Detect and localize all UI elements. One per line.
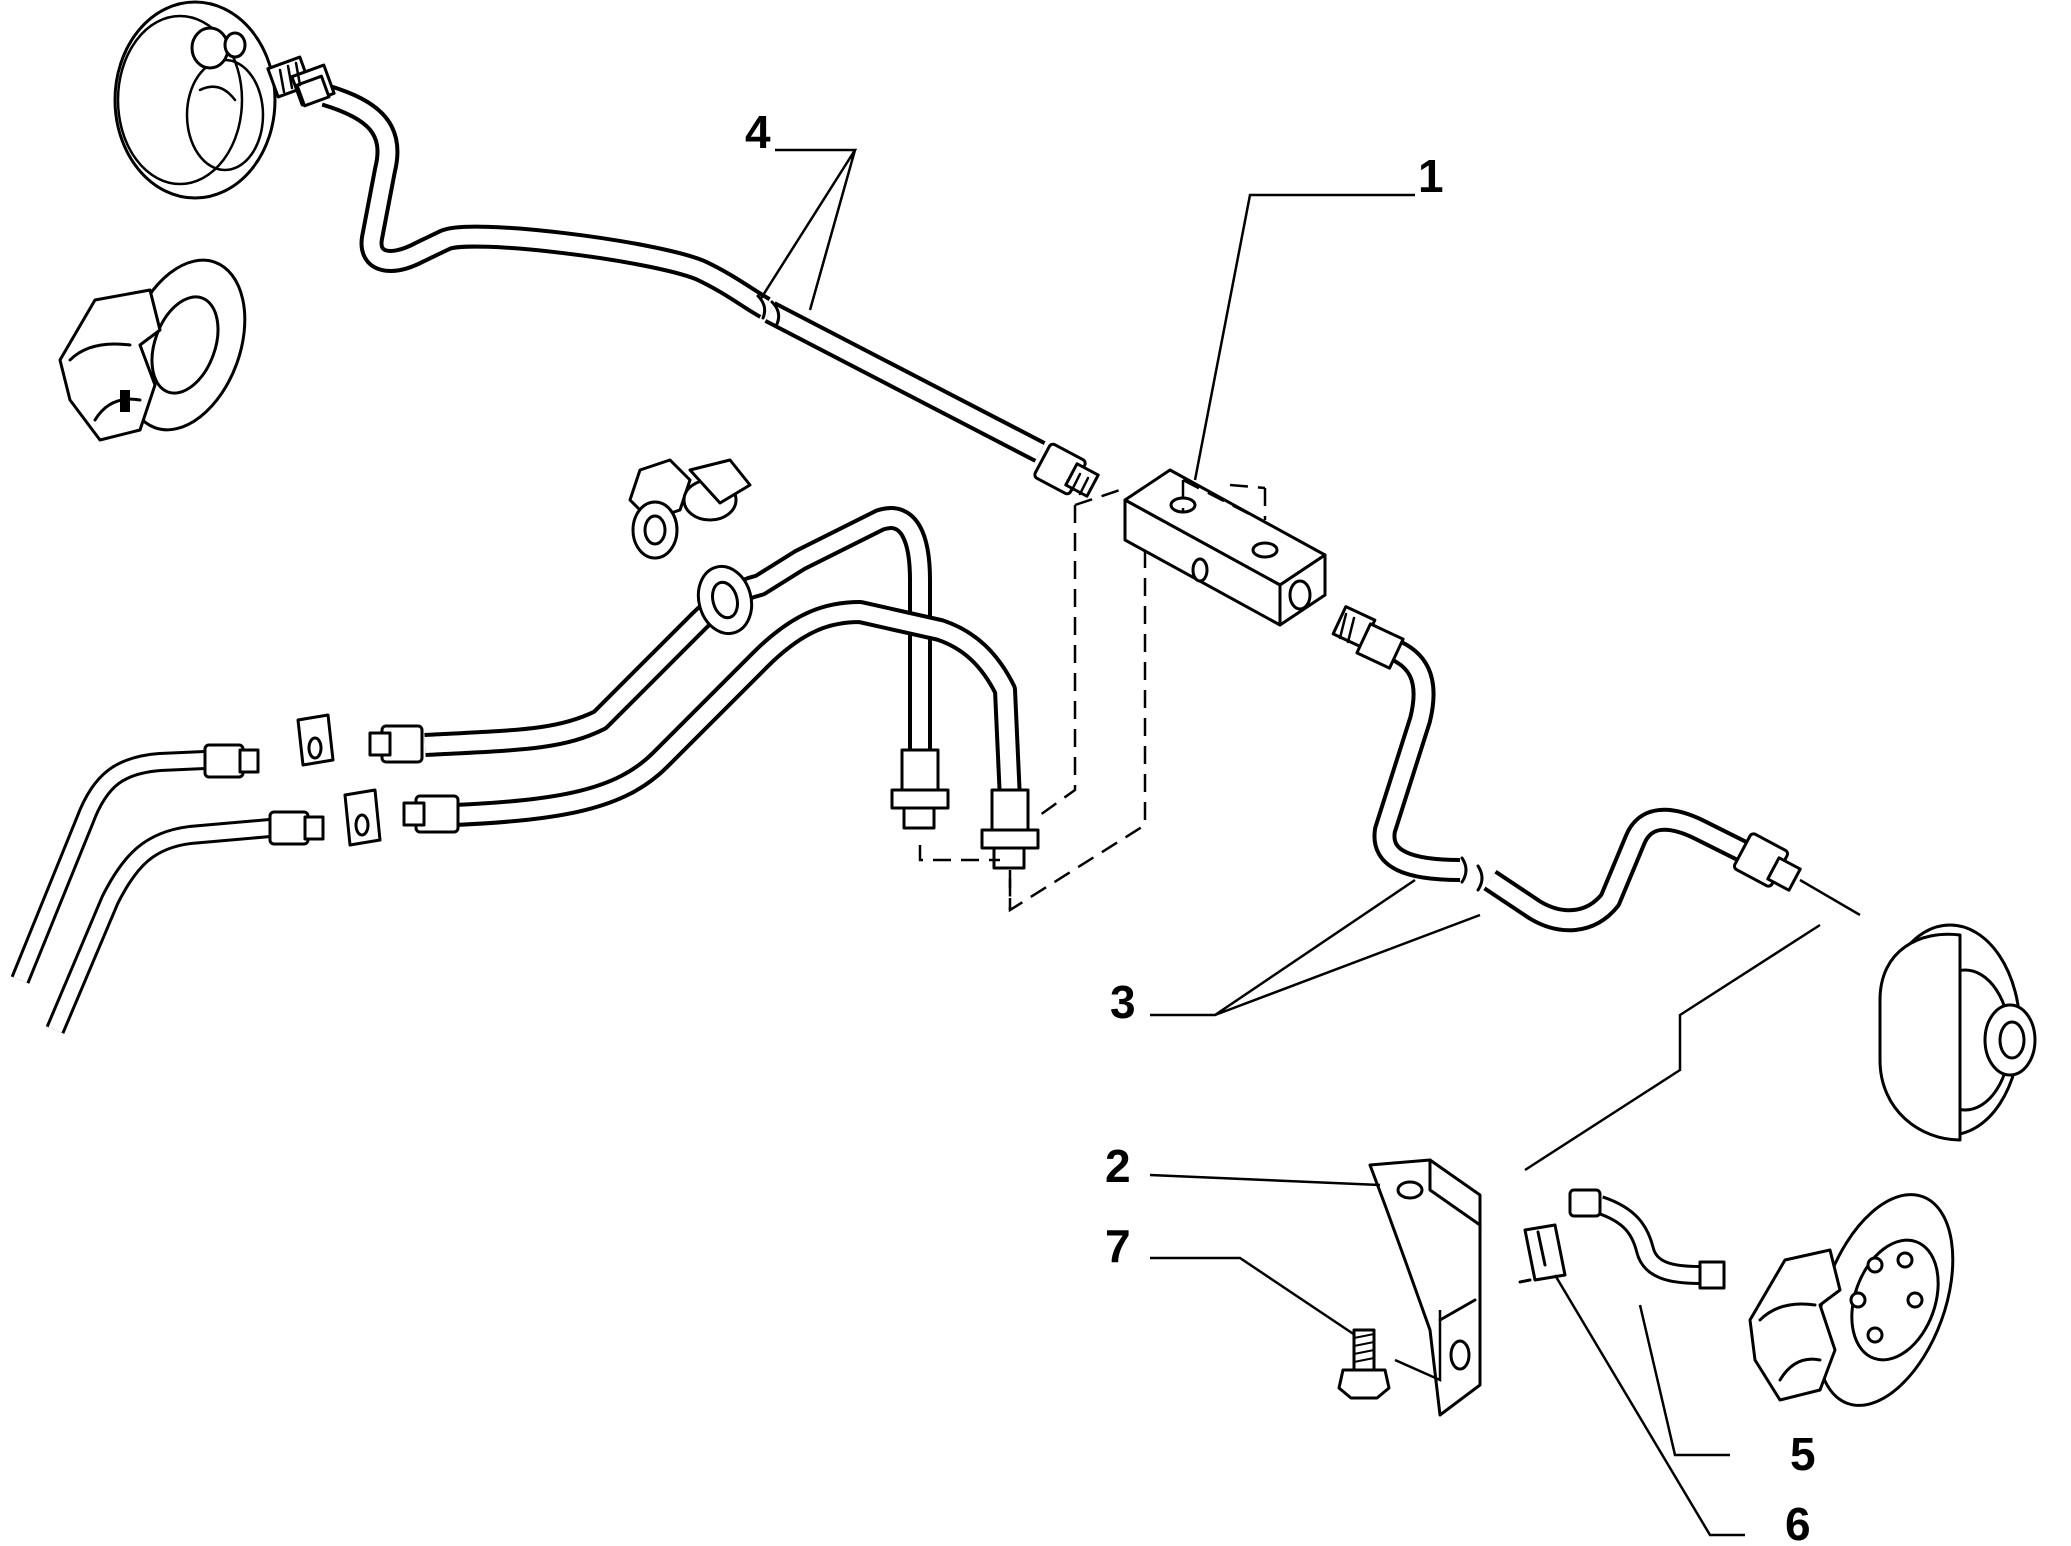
flexible-hose-assembly [368,458,1040,870]
callout-4: 4 [745,106,771,158]
rear-brake-drum-right [1878,923,2037,1142]
main-brake-lines-left [10,713,382,1034]
callout-6: 6 [1785,1498,1811,1546]
bolt-part-7 [1337,1328,1391,1400]
brake-disc-caliper-left [58,258,247,442]
brake-pipe-part-3 [1331,605,1802,933]
callout-1: 1 [1418,150,1444,202]
rear-brake-drum-left [113,0,277,200]
brake-disc-caliper-right [1748,1193,1955,1407]
callout-5: 5 [1790,1428,1816,1480]
leader-lines [758,148,1861,1537]
brake-junction-block-part-1 [1123,468,1327,627]
brake-pipe-part-4 [266,55,1100,498]
assembly-dash-lines [918,488,1147,913]
callout-7: 7 [1105,1220,1131,1272]
callout-3: 3 [1110,976,1136,1028]
bracket-part-2 [1368,1158,1482,1417]
retaining-clip-part-6 [1518,1223,1567,1284]
brake-pipe-part-5 [1568,1188,1726,1290]
callout-2: 2 [1105,1140,1131,1192]
